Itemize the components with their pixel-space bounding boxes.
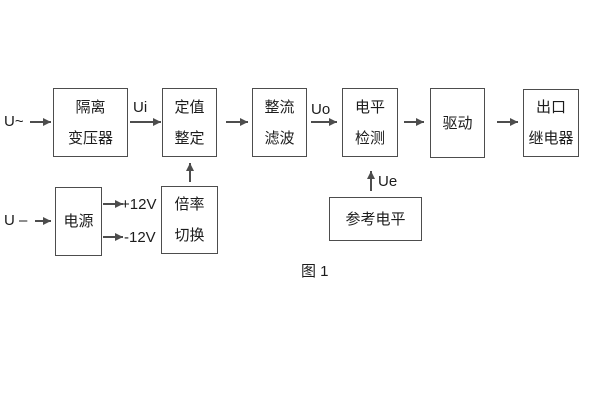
block-label: 电平 (354, 98, 385, 116)
block-label: 整定 (174, 129, 205, 147)
block-label: 检测 (354, 129, 385, 147)
arrow-uo-icon (311, 118, 337, 125)
block-label: 切换 (174, 227, 205, 244)
arrow-ac-input-icon (30, 118, 51, 125)
arrow-level-to-driver-icon (404, 118, 424, 125)
block-isolation-transformer: 隔离 变压器 (53, 88, 128, 157)
arrow-ue-icon (367, 171, 374, 191)
block-reference-level: 参考电平 (329, 197, 422, 241)
power-negative-label: -12V (124, 229, 156, 246)
block-label: 驱动 (442, 114, 473, 132)
block-label: 倍率 (174, 196, 205, 213)
signal-uo-label: Uo (311, 101, 331, 118)
block-setpoint-adjust: 定值 整定 (162, 88, 217, 157)
arrow-setpoint-to-rectifier-icon (226, 118, 248, 125)
arrow-power-positive-icon (103, 200, 123, 207)
block-label: 变压器 (67, 129, 113, 147)
block-label: 滤波 (264, 129, 295, 147)
power-positive-label: +12V (121, 196, 157, 213)
block-label: 继电器 (528, 130, 574, 147)
figure-caption: 图 1 (301, 263, 329, 280)
arrow-driver-to-relay-icon (497, 118, 518, 125)
block-power-supply: 电源 (55, 187, 102, 256)
arrow-ratio-to-setpoint-icon (186, 163, 193, 182)
block-label: 定值 (174, 98, 205, 116)
block-label: 隔离 (75, 98, 106, 116)
dc-input-label: U – (4, 212, 28, 229)
signal-ui-label: Ui (133, 99, 148, 116)
block-rectifier-filter: 整流 滤波 (252, 88, 307, 157)
block-label: 电源 (63, 213, 94, 230)
block-label: 整流 (264, 98, 295, 116)
block-ratio-switch: 倍率 切换 (161, 186, 218, 254)
arrow-power-negative-icon (103, 233, 123, 240)
block-driver: 驱动 (430, 88, 485, 158)
signal-ue-label: Ue (378, 173, 398, 190)
block-label: 参考电平 (345, 210, 406, 228)
ac-input-label: U~ (4, 113, 24, 130)
block-level-detect: 电平 检测 (342, 88, 398, 157)
block-output-relay: 出口 继电器 (523, 89, 579, 157)
block-label: 出口 (535, 99, 566, 116)
arrow-ui-icon (130, 118, 161, 125)
arrow-dc-input-icon (35, 217, 51, 224)
